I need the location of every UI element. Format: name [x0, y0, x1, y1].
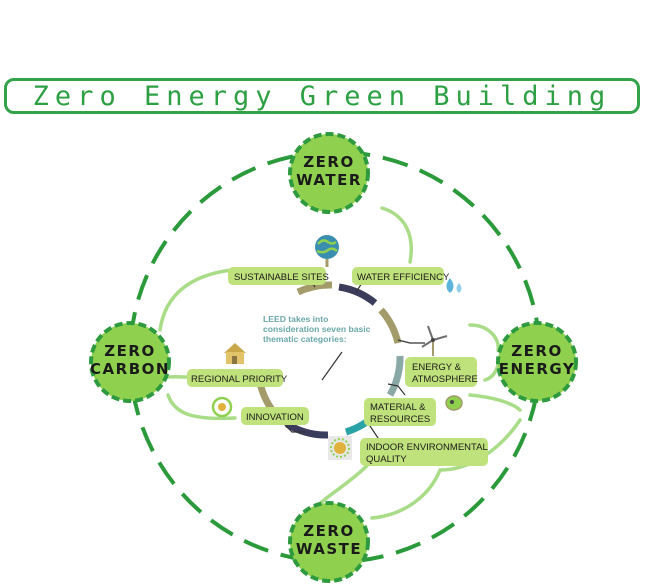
ring-segment-material [386, 355, 404, 397]
label-indoor-line1: INDOOR ENVIRONMENTAL [366, 442, 488, 453]
label-innovation: INNOVATION [246, 412, 304, 423]
ring-segment-energy [378, 307, 402, 344]
label-pill-water-efficiency [352, 267, 444, 285]
node-circle-energy [496, 321, 578, 403]
connector-energy-top [468, 323, 500, 352]
ring-segment-water-efficiency [338, 283, 378, 306]
node-energy-line2: ENERGY [499, 360, 575, 378]
globe-icon [315, 235, 339, 267]
sun-icon [328, 436, 352, 460]
leader-material [387, 383, 406, 396]
node-water-line2: WATER [296, 171, 362, 189]
center-needle [321, 351, 343, 381]
label-pill-material-resources [364, 398, 436, 426]
label-material-line1: MATERIAL & [370, 402, 426, 413]
connector-water [380, 206, 413, 264]
node-waste-line1: ZERO [303, 522, 354, 540]
center-text-line1: LEED takes into [263, 314, 328, 324]
label-pill-innovation [241, 407, 309, 425]
label-indoor-line2: QUALITY [366, 454, 407, 465]
page-title: Zero Energy Green Building [32, 80, 612, 112]
label-pill-indoor-quality [360, 438, 488, 466]
title-banner: Zero Energy Green Building [4, 78, 640, 114]
ring-segment-innovation [285, 420, 329, 439]
node-carbon-line2: CARBON [90, 360, 170, 378]
node-circle-waste [288, 501, 370, 583]
node-circle-carbon [89, 321, 171, 403]
center-text: LEED takes into consideration seven basi… [263, 314, 371, 344]
node-circle-water [288, 132, 370, 214]
label-pill-sustainable-sites [228, 267, 326, 285]
node-energy-line1: ZERO [511, 342, 562, 360]
recycle-bulb-icon [211, 396, 233, 418]
label-energy-line2: ATMOSPHERE [412, 374, 478, 385]
node-carbon-line1: ZERO [104, 342, 155, 360]
node-zero-carbon: ZERO CARBON [89, 321, 171, 403]
label-pill-energy-atmosphere [405, 357, 477, 387]
center-text-line2: consideration seven basic [263, 324, 371, 334]
leader-energy [397, 339, 425, 344]
category-labels: SUSTAINABLE SITES WATER EFFICIENCY ENERG… [187, 267, 488, 466]
node-waste-line2: WASTE [296, 540, 362, 558]
node-zero-waste: ZERO WASTE [288, 501, 370, 583]
water-drop-icon [446, 278, 462, 293]
label-pill-regional-priority [187, 369, 283, 387]
label-water-efficiency: WATER EFFICIENCY [357, 272, 450, 283]
connector-energy-mid [483, 363, 500, 382]
connector-carbon [166, 393, 237, 421]
connector-waste-right [370, 468, 442, 520]
wind-turbine-icon [421, 325, 448, 356]
connector-energy-low [468, 393, 522, 412]
connector-sites [158, 268, 234, 332]
node-zero-water: ZERO WATER [288, 132, 370, 214]
label-sustainable-sites: SUSTAINABLE SITES [234, 272, 329, 283]
node-water-line1: ZERO [303, 153, 354, 171]
piggy-bank-icon [445, 395, 463, 411]
label-energy-line1: ENERGY & [412, 362, 462, 373]
label-material-line2: RESOURCES [370, 414, 430, 425]
center-text-line3: thematic categories: [263, 334, 347, 344]
house-icon [224, 343, 246, 364]
node-zero-energy: ZERO ENERGY [496, 321, 578, 403]
label-regional-priority: REGIONAL PRIORITY [191, 374, 288, 385]
